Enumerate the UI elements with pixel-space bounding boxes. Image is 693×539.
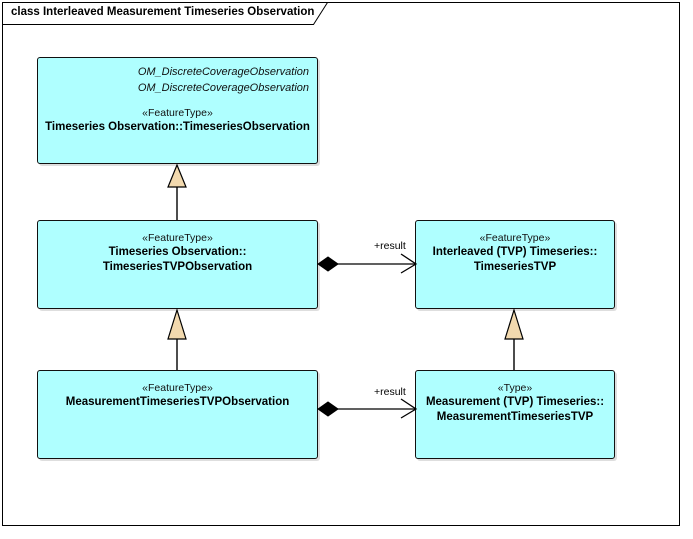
realized-interface-2: OM_DiscreteCoverageObservation — [137, 82, 309, 94]
class-box-timeseries-tvp[interactable]: «FeatureType» Interleaved (TVP) Timeseri… — [415, 220, 615, 309]
class-stereotype-measurement-timeseries-tvp: «Type» — [497, 382, 533, 394]
class-box-timeseries-tvp-observation[interactable]: «FeatureType» Timeseries Observation:: T… — [37, 220, 318, 309]
class-name-timeseries-tvp-line2: TimeseriesTVP — [473, 261, 557, 273]
class-name-timeseries-tvp-line1: Interleaved (TVP) Timeseries:: — [432, 246, 598, 258]
realized-interface-1: OM_DiscreteCoverageObservation — [137, 66, 309, 78]
class-name-timeseries-observation: Timeseries Observation::TimeseriesObserv… — [45, 121, 310, 133]
class-stereotype-timeseries-observation: «FeatureType» — [142, 107, 213, 119]
class-box-timeseries-observation[interactable]: OM_DiscreteCoverageObservation OM_Discre… — [37, 57, 318, 164]
class-stereotype-timeseries-tvp-observation: «FeatureType» — [142, 232, 213, 244]
class-stereotype-timeseries-tvp: «FeatureType» — [479, 232, 551, 244]
class-name-measurement-timeseries-tvp-line2: MeasurementTimeseriesTVP — [436, 411, 594, 423]
class-name-timeseries-tvp-observation-line2: TimeseriesTVPObservation — [102, 261, 253, 273]
diagram-title-tab-shape — [2, 2, 329, 25]
diagram-frame — [2, 2, 680, 526]
class-stereotype-measurement-timeseries-tvp-observation: «FeatureType» — [142, 382, 213, 394]
edge-label-result-lower: +result — [374, 386, 406, 398]
diagram-title: class Interleaved Measurement Timeseries… — [11, 6, 315, 18]
class-box-measurement-timeseries-tvp-observation[interactable]: «FeatureType» MeasurementTimeseriesTVPOb… — [37, 370, 318, 459]
class-name-timeseries-tvp-observation-line1: Timeseries Observation:: — [108, 246, 247, 258]
edge-label-result-upper: +result — [374, 240, 406, 252]
class-box-measurement-timeseries-tvp[interactable]: «Type» Measurement (TVP) Timeseries:: Me… — [415, 370, 615, 459]
class-name-measurement-timeseries-tvp-line1: Measurement (TVP) Timeseries:: — [425, 396, 605, 408]
class-name-measurement-timeseries-tvp-observation: MeasurementTimeseriesTVPObservation — [65, 396, 290, 408]
class-name-block-timeseries-observation: «FeatureType» Timeseries Observation::Ti… — [38, 106, 317, 135]
